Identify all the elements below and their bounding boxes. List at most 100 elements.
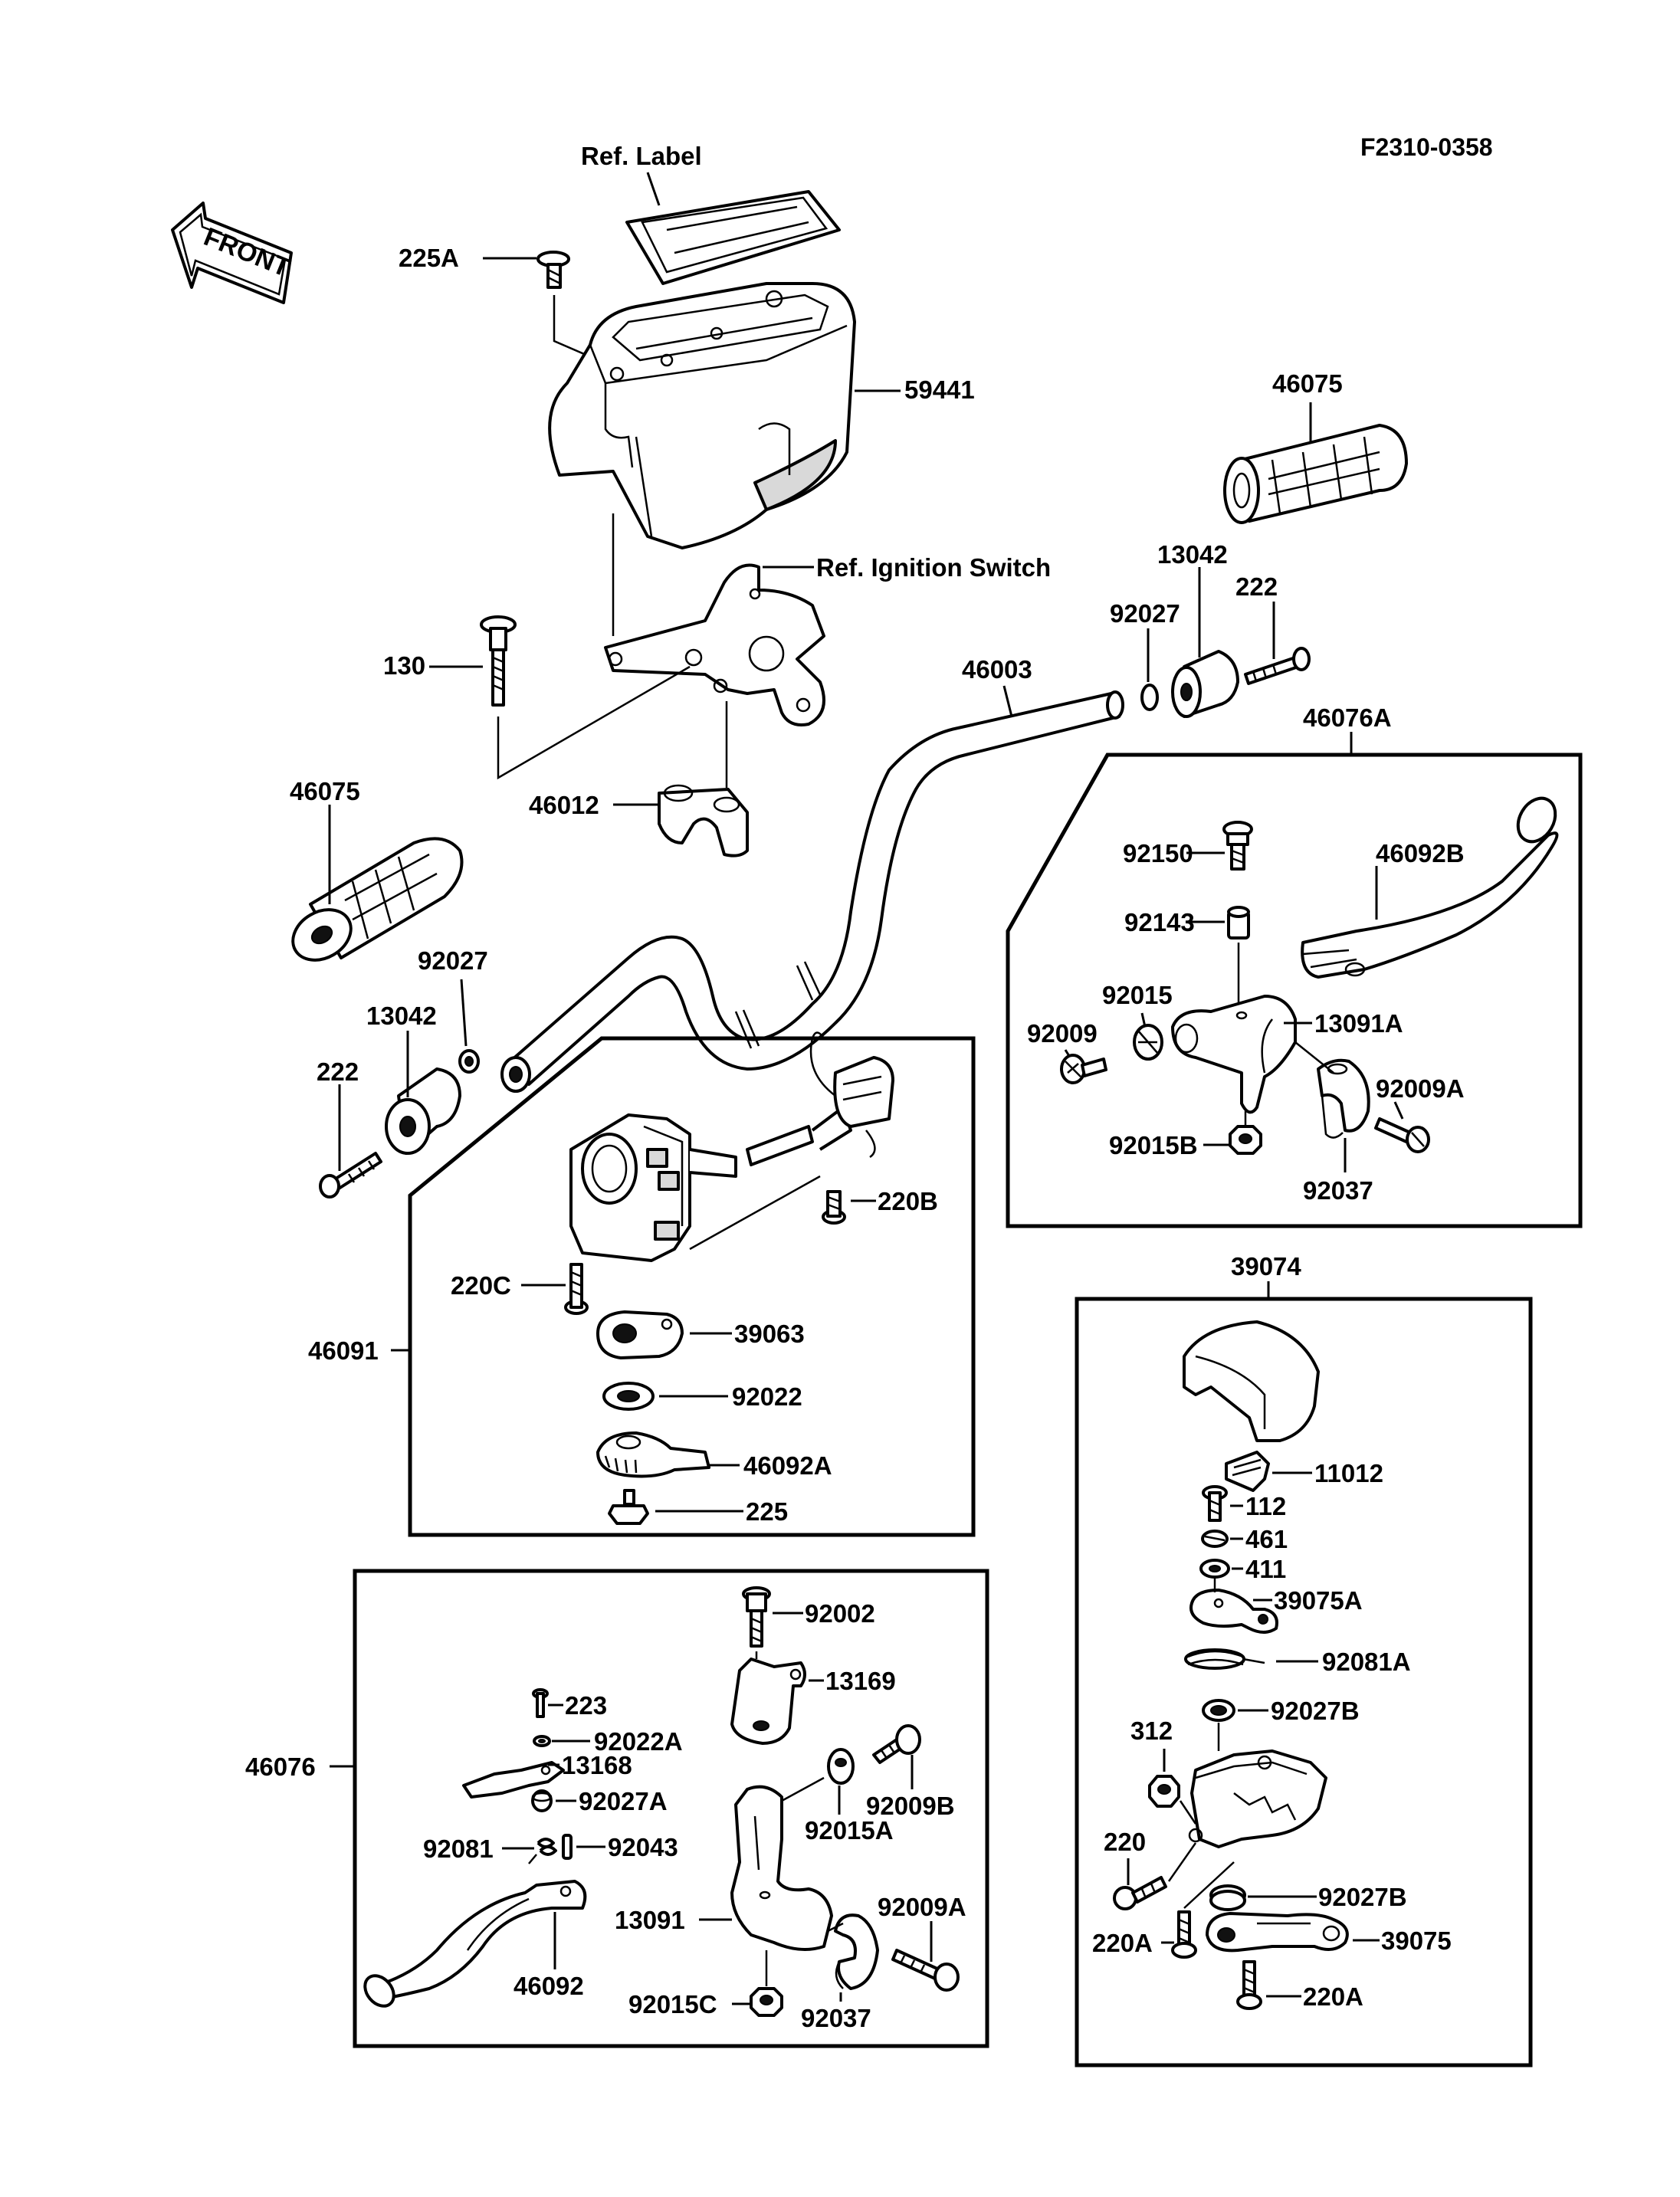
washer-92027-left <box>458 1049 480 1074</box>
weight-13042-right <box>1171 650 1239 718</box>
label-92022A: 92022A <box>594 1727 683 1756</box>
label-92027-left: 92027 <box>418 946 488 975</box>
box-46076A <box>1006 753 1583 1228</box>
label-411: 411 <box>1245 1555 1286 1583</box>
bolt-92002 <box>742 1586 771 1648</box>
bolt-223 <box>532 1688 549 1718</box>
bracket-13091A <box>1171 995 1297 1114</box>
clip-11012 <box>1225 1451 1270 1492</box>
nut-92015C <box>750 1987 783 2017</box>
label-46092A: 46092A <box>743 1451 832 1480</box>
label-13091A: 13091A <box>1314 1009 1403 1038</box>
ignition-bracket <box>604 563 825 726</box>
screw-220 <box>1113 1876 1167 1910</box>
label-ref-label: Ref. Label <box>581 142 702 170</box>
label-92081: 92081 <box>423 1835 494 1863</box>
diagram-code: F2310-0358 <box>1360 133 1493 161</box>
bracket-13168 <box>462 1761 565 1799</box>
screw-92009A-right <box>1374 1117 1430 1153</box>
front-arrow-icon: FRONT <box>171 202 294 304</box>
holder-46012 <box>658 784 749 857</box>
grip-46075-left <box>291 837 464 962</box>
screw-220A-left <box>1171 1910 1197 1959</box>
box-39074 <box>1075 1297 1533 2067</box>
label-39075: 39075 <box>1381 1926 1452 1955</box>
label-92009B: 92009B <box>866 1792 955 1820</box>
washer-92022 <box>602 1382 655 1411</box>
label-92081A: 92081A <box>1322 1648 1411 1676</box>
label-39075A: 39075A <box>1274 1586 1363 1615</box>
label-92037-bottom: 92037 <box>801 2004 871 2032</box>
label-13091: 13091 <box>615 1906 685 1934</box>
label-222-right: 222 <box>1235 572 1278 601</box>
label-11012: 11012 <box>1314 1459 1383 1487</box>
lever-46092 <box>363 1880 587 2008</box>
label-92037-right: 92037 <box>1303 1176 1373 1205</box>
clamp-92037-right <box>1317 1058 1370 1139</box>
screw-92009 <box>1060 1054 1107 1084</box>
label-46076A: 46076A <box>1303 703 1392 732</box>
label-92015A: 92015A <box>805 1816 894 1844</box>
label-92027-right: 92027 <box>1110 599 1180 628</box>
washer-92027-right <box>1140 684 1159 711</box>
box-46076 <box>353 1569 989 2048</box>
screw-112 <box>1202 1485 1228 1522</box>
label-46092B: 46092B <box>1376 839 1465 867</box>
spring-92081A <box>1184 1648 1265 1670</box>
label-92002: 92002 <box>805 1599 875 1628</box>
label-92022: 92022 <box>732 1382 802 1411</box>
label-13042-left: 13042 <box>366 1002 437 1030</box>
screw-92009A-bottom <box>891 1949 960 1992</box>
label-46075-right: 46075 <box>1272 369 1343 398</box>
dial-92015A <box>827 1748 855 1785</box>
label-220A-left: 220A <box>1092 1929 1153 1957</box>
grip-46075-right <box>1223 424 1408 524</box>
bolt-225A <box>536 251 570 289</box>
pin-92043 <box>562 1834 573 1860</box>
label-46091: 46091 <box>308 1336 379 1365</box>
housing-59441 <box>548 282 856 549</box>
label-92015C: 92015C <box>628 1990 717 2018</box>
label-130: 130 <box>383 651 425 680</box>
label-220B: 220B <box>878 1187 938 1215</box>
label-92027A: 92027A <box>579 1787 668 1815</box>
nut-92015B <box>1229 1125 1262 1155</box>
ref-label-plate <box>625 190 841 285</box>
label-220C: 220C <box>451 1271 511 1300</box>
collar-92143 <box>1227 906 1250 939</box>
lever-39075 <box>1206 1912 1349 1953</box>
spring-92081 <box>528 1838 557 1864</box>
lever-39075A <box>1189 1589 1278 1634</box>
screw-220A-bottom <box>1236 1960 1262 2010</box>
seal-92027B-top <box>1202 1699 1235 1722</box>
cover-39074 <box>1183 1320 1320 1442</box>
label-46003: 46003 <box>962 655 1032 684</box>
label-225A: 225A <box>399 244 459 272</box>
lever-46092B <box>1301 796 1559 979</box>
label-46092: 46092 <box>514 1972 584 2000</box>
bolt-222-right <box>1244 647 1311 685</box>
label-92043: 92043 <box>608 1833 678 1861</box>
label-39074: 39074 <box>1231 1252 1301 1280</box>
bolt-130 <box>480 615 517 707</box>
label-225: 225 <box>746 1497 788 1526</box>
label-312: 312 <box>1130 1717 1173 1745</box>
label-112: 112 <box>1245 1492 1286 1520</box>
washer-92022A <box>533 1735 551 1747</box>
dial-92015 <box>1133 1024 1163 1061</box>
throttle-46092A <box>596 1431 710 1478</box>
switch-46091 <box>569 1031 894 1262</box>
label-92009A-right: 92009A <box>1376 1074 1465 1103</box>
label-13168: 13168 <box>562 1751 632 1779</box>
weight-13042-left <box>385 1067 461 1155</box>
label-13042-right: 13042 <box>1157 540 1228 569</box>
label-59441: 59441 <box>904 375 975 404</box>
label-92015B: 92015B <box>1109 1131 1198 1159</box>
label-92027B-top: 92027B <box>1271 1697 1360 1725</box>
screw-92009B <box>872 1724 921 1764</box>
screw-220C <box>564 1263 589 1315</box>
label-92143: 92143 <box>1124 908 1195 936</box>
label-92009A-bottom: 92009A <box>878 1893 966 1921</box>
collar-92027A <box>531 1789 553 1812</box>
